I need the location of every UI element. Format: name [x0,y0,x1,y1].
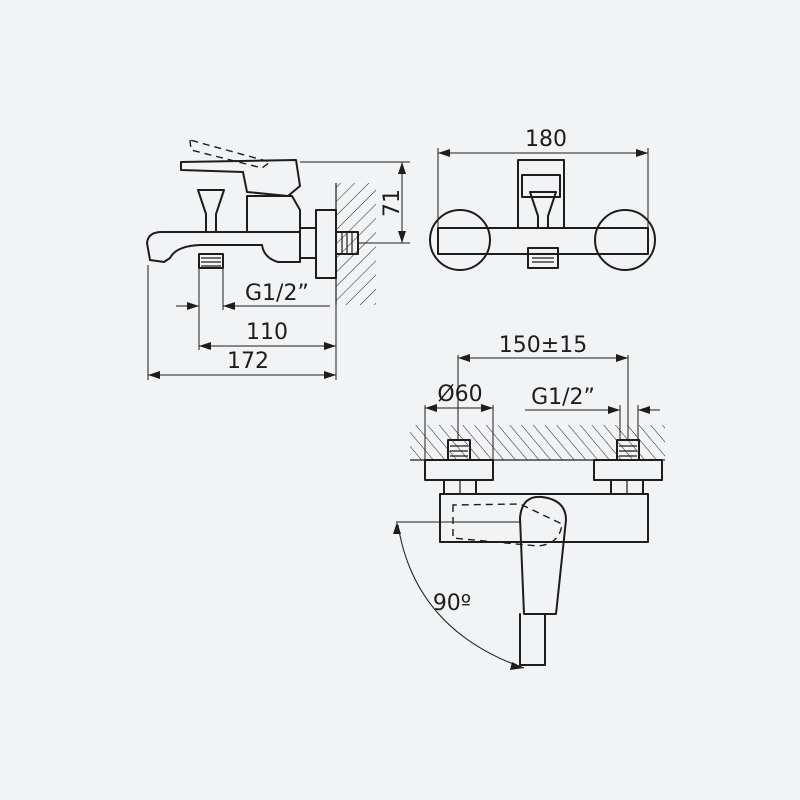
front-escutcheon-left [424,459,494,481]
front-dim-center-distance: 150±15 [499,333,587,358]
top-dim-width: 180 [525,127,567,152]
side-escutcheon [315,209,337,279]
side-dim-thread: G1/2” [245,281,309,306]
side-dim-height: 71 [380,189,405,217]
top-outlet [527,247,559,269]
front-dim-flange-diameter: Ø60 [437,382,482,407]
top-view: 180 [429,127,656,271]
side-view: 71 G1/2” 110 172 [146,139,410,380]
front-wall-hatch [410,425,665,460]
top-diverter-knob [529,191,557,229]
side-connector [299,227,317,259]
top-flange-right [594,209,656,271]
front-lever [519,495,567,615]
side-dim-172: 172 [227,349,269,374]
side-hose-outlet [198,253,224,269]
side-cartridge-body [246,195,301,233]
top-lever [517,159,565,229]
side-lever-raised-dashed [189,139,272,169]
side-dim-110: 110 [246,320,288,345]
front-body [439,493,649,543]
top-flange-left [429,209,491,271]
top-body [437,227,649,255]
front-dim-thread: G1/2” [531,385,595,410]
side-diverter-knob [197,189,225,233]
front-spout [519,613,546,666]
front-lever-raised-dashed [452,503,563,547]
side-lever [180,159,301,197]
front-angle-arc [397,524,525,669]
side-spout-body [146,231,301,263]
side-wall-hatch [336,183,376,305]
front-dim-lever-angle: 90º [433,591,471,616]
front-escutcheon-right [593,459,663,481]
front-view: 150±15 Ø60 G1/2” [393,333,665,670]
